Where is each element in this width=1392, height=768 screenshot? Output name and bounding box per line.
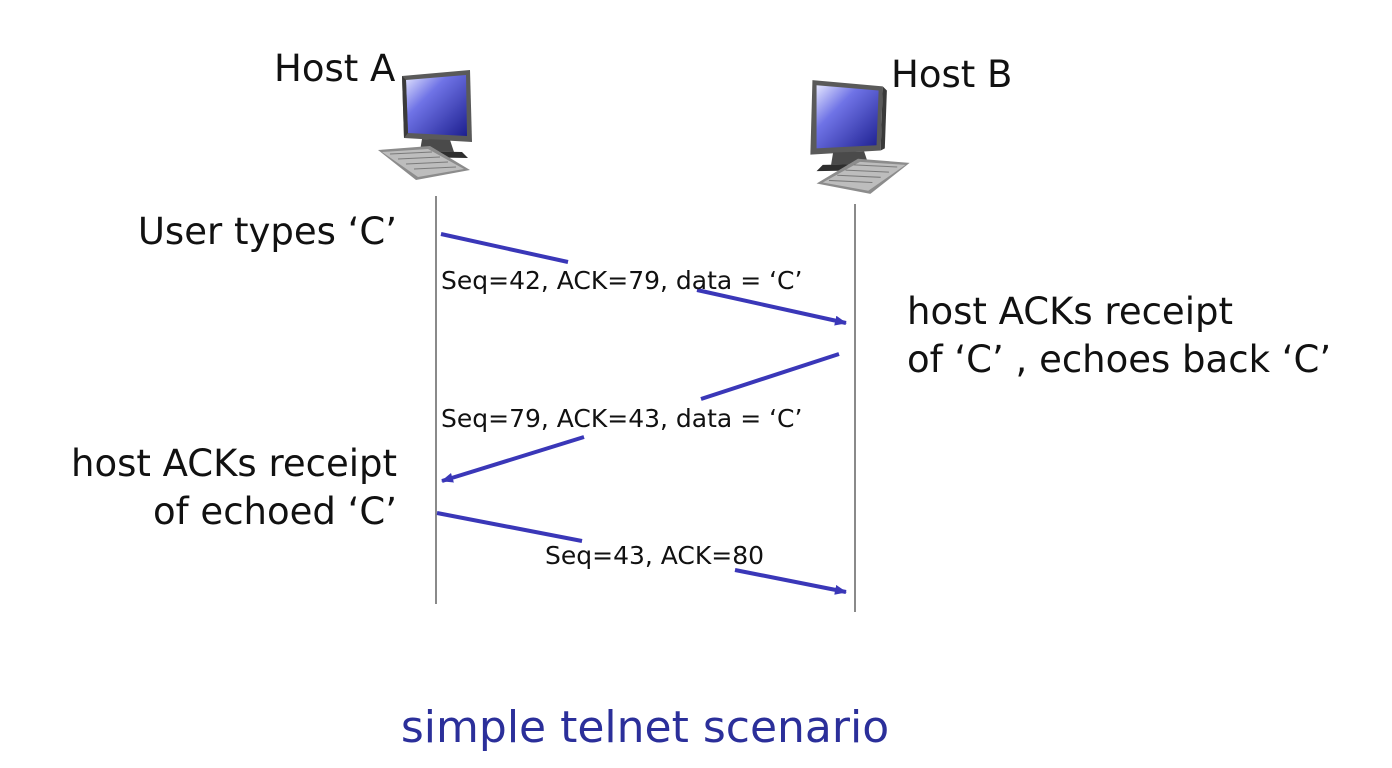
user-types-annotation: User types ‘C’	[137, 210, 397, 253]
host-a-computer-icon	[378, 70, 472, 180]
host-b-label: Host B	[891, 53, 1013, 96]
host-a-ack-annotation: host ACKs receipt of echoed ‘C’	[71, 440, 397, 536]
message-arrow-3	[436, 511, 847, 595]
host-b-ack-line-1: host ACKs receipt	[907, 290, 1233, 333]
message-label-3: Seq=43, ACK=80	[545, 541, 765, 570]
message-label-1: Seq=42, ACK=79, data = ‘C’	[441, 266, 803, 295]
host-b-computer-icon	[810, 80, 910, 194]
message-arrow-2	[441, 352, 840, 483]
message-arrow-1	[440, 232, 847, 326]
host-a-ack-line-2: of echoed ‘C’	[153, 490, 397, 533]
message-label-2: Seq=79, ACK=43, data = ‘C’	[441, 404, 803, 433]
host-a-ack-line-1: host ACKs receipt	[71, 442, 397, 485]
host-b-ack-line-2: of ‘C’ , echoes back ‘C’	[907, 338, 1332, 381]
host-b-ack-annotation: host ACKs receipt of ‘C’ , echoes back ‘…	[907, 288, 1331, 384]
host-a-label: Host A	[274, 47, 396, 90]
diagram-caption: simple telnet scenario	[400, 702, 890, 753]
